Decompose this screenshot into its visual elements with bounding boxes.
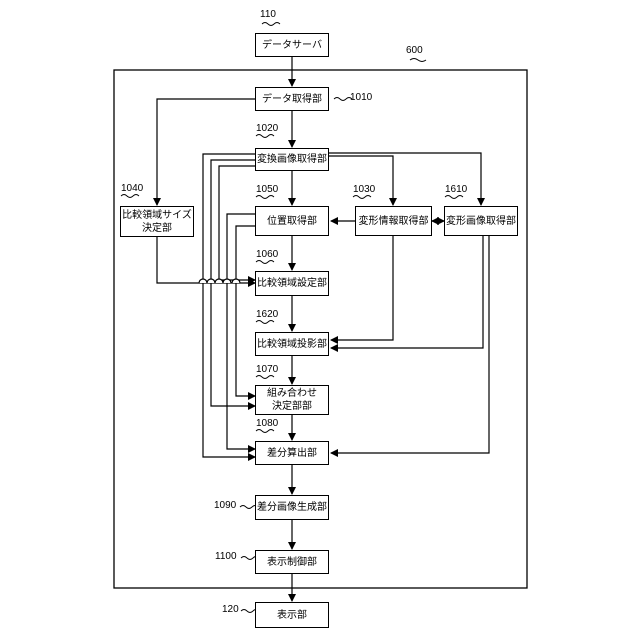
- block-difference-calculation: 差分算出部: [255, 441, 329, 465]
- block-deformation-info-acquisition: 変形情報取得部: [355, 206, 432, 236]
- ref-system: 600: [406, 45, 423, 56]
- ref-comparison-projection: 1620: [256, 309, 278, 320]
- ref-converted-image: 1020: [256, 123, 278, 134]
- ref-data-server: 110: [260, 9, 276, 20]
- ref-comparison-setting: 1060: [256, 249, 278, 260]
- block-difference-image-generation: 差分画像生成部: [255, 495, 329, 520]
- block-position-acquisition: 位置取得部: [255, 206, 329, 236]
- line-hops: [199, 279, 240, 283]
- block-data-acquisition: データ取得部: [255, 87, 329, 111]
- ref-position-acquisition: 1050: [256, 184, 278, 195]
- block-display-control: 表示制御部: [255, 550, 329, 574]
- ref-difference-calc: 1080: [256, 418, 278, 429]
- ref-combination: 1070: [256, 364, 278, 375]
- block-data-server: データサーバ: [255, 33, 329, 57]
- ref-difference-image: 1090: [214, 500, 236, 511]
- block-comparison-region-projection: 比較領域投影部: [255, 332, 329, 356]
- block-comparison-region-setting: 比較領域設定部: [255, 271, 329, 296]
- ref-data-acquisition: 1010: [350, 92, 372, 103]
- block-combination-decision: 組み合わせ 決定部部: [255, 385, 329, 415]
- block-deformed-image-acquisition: 変形画像取得部: [444, 206, 518, 236]
- ref-deformation-info: 1030: [353, 184, 375, 195]
- block-comparison-size-decision: 比較領域サイズ 決定部: [120, 206, 194, 237]
- ref-comparison-size: 1040: [121, 183, 143, 194]
- block-display: 表示部: [255, 602, 329, 628]
- ref-display: 120: [222, 604, 239, 615]
- ref-display-control: 1100: [215, 551, 237, 562]
- ref-deformed-image: 1610: [445, 184, 467, 195]
- system-ref-leader: [410, 59, 426, 62]
- block-converted-image-acquisition: 変換画像取得部: [255, 148, 329, 171]
